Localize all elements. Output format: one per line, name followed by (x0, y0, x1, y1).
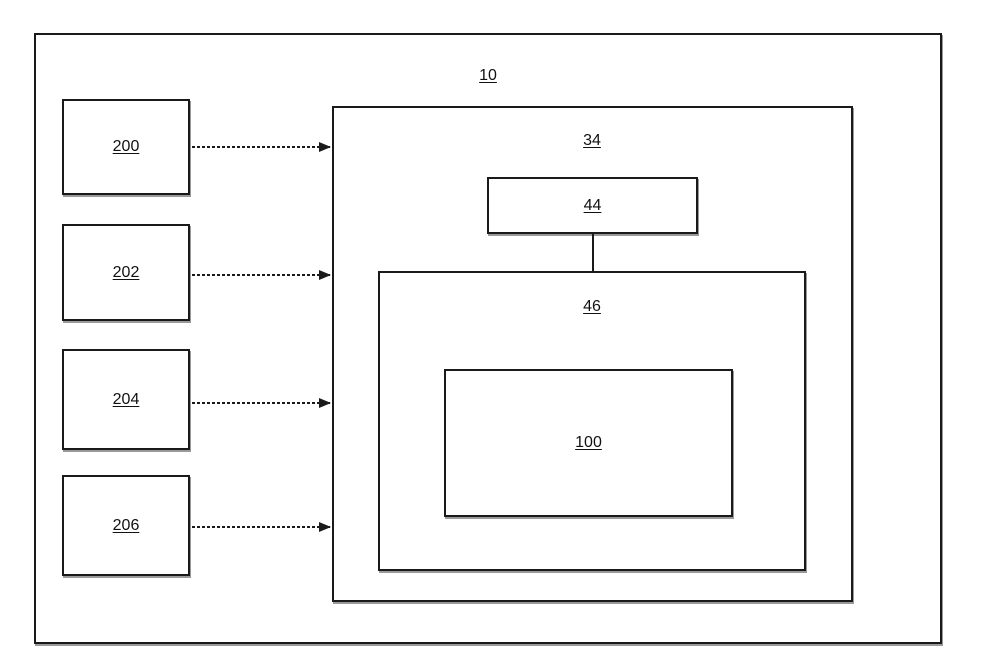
connector-layer (0, 0, 987, 666)
